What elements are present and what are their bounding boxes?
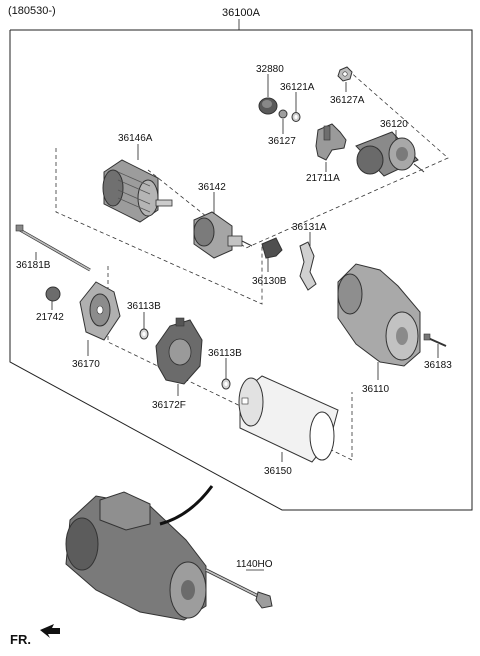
washer-36113b-lower [221,378,231,390]
terminal-bracket-21711a [315,123,347,161]
label-36127: 36127 [268,136,296,147]
drive-gear-36142 [193,211,253,259]
label-1140ho: 1140HO [236,559,273,570]
label-21742: 21742 [36,312,64,323]
date-code-label: (180530-) [8,5,56,17]
label-36183: 36183 [424,360,452,371]
washer-36113b-upper [139,328,149,340]
label-21711a: 21711A [306,173,340,184]
solenoid-group-outline [147,69,449,249]
assembled-starter [65,491,207,621]
solenoid-36120 [355,131,425,177]
label-36150: 36150 [264,466,292,477]
label-36121a: 36121A [280,82,315,93]
end-cover-36170 [79,281,121,341]
label-36113b-lower: 36113B [208,348,242,359]
armature-36146a [102,159,173,223]
armature-group-outline [55,148,263,305]
front-direction-arrow-icon [40,624,60,638]
label-36113b-upper: 36113B [127,301,161,312]
direction-label: FR. [10,632,31,647]
washer-36121a [291,112,301,122]
label-36142: 36142 [198,182,226,193]
nut-36127a [337,66,353,82]
front-housing-36110 [337,263,421,367]
fork-lever-36131a [299,241,317,291]
screw-36183 [423,333,447,347]
assembly-pointer-arrow [159,485,214,526]
through-bolt-36181b [15,224,91,272]
label-36131a: 36131A [292,222,327,233]
label-36146a: 36146A [118,133,153,144]
brush-holder-36172f [155,317,203,385]
assembly-number-label: 36100A [222,7,261,19]
label-36181b: 36181B [16,260,51,271]
label-36110: 36110 [362,384,390,395]
cap-32880 [258,97,278,115]
bushing-21742 [45,286,61,302]
label-32880: 32880 [256,64,284,75]
label-36130b: 36130B [252,276,287,287]
bolt-1140ho [205,568,273,609]
label-36170: 36170 [72,359,100,370]
label-36120: 36120 [380,119,408,130]
label-36127a: 36127A [330,95,365,106]
nut-36127 [278,109,288,119]
label-36172f: 36172F [152,400,186,411]
assembly-frame [9,29,473,511]
yoke-36150 [238,375,339,463]
holder-36130b [261,237,283,259]
